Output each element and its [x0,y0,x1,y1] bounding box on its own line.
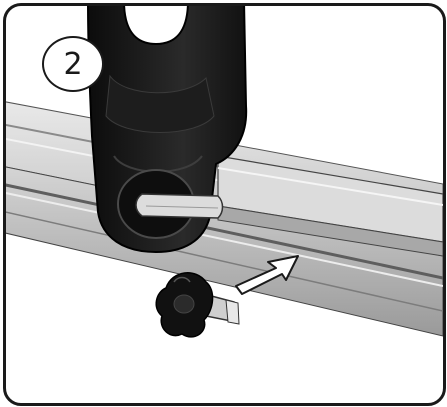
bracket-clamp [87,6,248,254]
knob-bolt [155,272,240,338]
assembly-illustration [6,6,443,338]
rail-channel [217,155,443,257]
step-number: 2 [63,46,83,82]
step-number-badge: 2 [42,36,104,92]
direction-arrow [235,255,299,295]
instruction-frame: 2 [3,3,446,406]
